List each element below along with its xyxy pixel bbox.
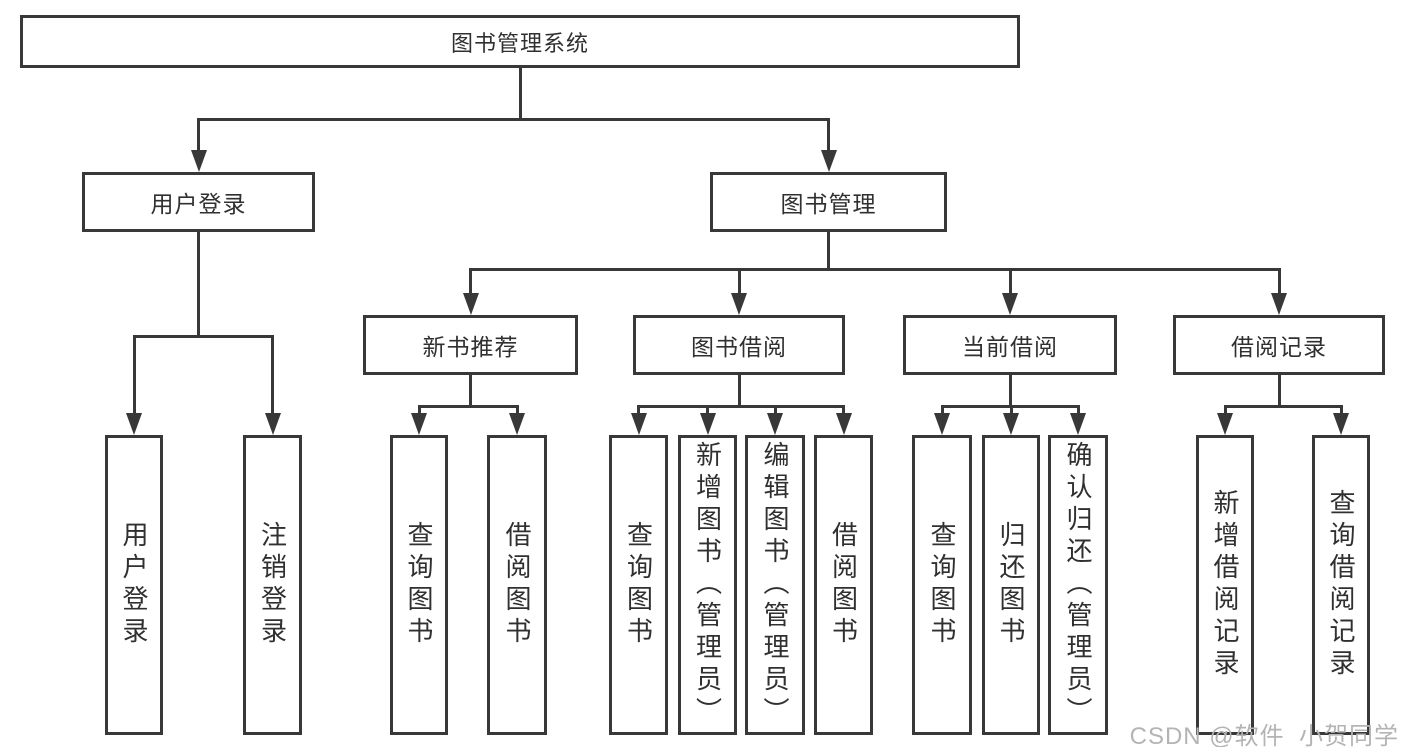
connector-drop xyxy=(197,118,200,156)
node-label: 归还图书 xyxy=(996,521,1026,649)
node-label: 新书推荐 xyxy=(422,334,519,360)
arrow-down-icon xyxy=(1333,413,1349,435)
connector-drop xyxy=(1076,405,1080,419)
connector-drop xyxy=(827,118,830,156)
connector-bar xyxy=(469,268,1281,271)
connector-drop xyxy=(271,335,274,419)
node-book-borrow: 图书借阅 xyxy=(633,315,845,375)
connector-stem xyxy=(1008,375,1012,408)
arrow-down-icon xyxy=(509,413,525,435)
node-cb-confirm: 确认归还（管理员） xyxy=(1048,435,1108,735)
connector-drop xyxy=(417,405,421,419)
connector-drop xyxy=(515,405,519,419)
arrow-down-icon xyxy=(462,293,479,315)
arrow-down-icon xyxy=(126,413,142,435)
node-label: 当前借阅 xyxy=(962,334,1058,360)
arrow-down-icon xyxy=(264,413,281,435)
arrow-down-icon xyxy=(934,413,950,435)
node-label: 新增图书（管理员） xyxy=(692,441,723,729)
node-label: 新增借阅记录 xyxy=(1210,489,1240,681)
node-label: 借阅记录 xyxy=(1231,334,1327,360)
node-current-borrow: 当前借阅 xyxy=(903,315,1117,375)
connector-drop xyxy=(1277,268,1281,299)
node-label: 查询图书 xyxy=(404,521,434,649)
node-nbr-query: 查询图书 xyxy=(390,435,448,735)
node-nbr-borrow: 借阅图书 xyxy=(487,435,547,735)
connector-stem xyxy=(1277,375,1281,408)
node-label: 用户登录 xyxy=(119,521,149,649)
watermark: CSDN @软件_小贺同学 xyxy=(1129,723,1399,747)
connector-bar xyxy=(197,118,830,121)
node-logout-leaf: 注销登录 xyxy=(243,435,302,735)
arrow-down-icon xyxy=(190,150,207,172)
node-label: 图书管理系统 xyxy=(450,30,589,56)
connector-bar xyxy=(1223,405,1343,408)
arrow-down-icon xyxy=(835,413,852,435)
connector-drop xyxy=(940,405,944,419)
arrow-down-icon xyxy=(630,413,647,435)
arrow-down-icon xyxy=(1002,293,1018,315)
connector-drop xyxy=(737,268,741,299)
node-label: 借阅图书 xyxy=(828,521,859,649)
node-bb-add: 新增图书（管理员） xyxy=(678,435,737,735)
node-label: 借阅图书 xyxy=(502,521,532,649)
connector-stem xyxy=(827,232,830,271)
connector-stem xyxy=(518,68,522,121)
connector-drop xyxy=(132,335,136,419)
node-label: 编辑图书（管理员） xyxy=(760,441,790,729)
connector-drop xyxy=(706,405,709,419)
connector-stem xyxy=(469,375,472,408)
node-book-management: 图书管理 xyxy=(710,172,947,232)
node-label: 查询借阅记录 xyxy=(1326,489,1356,681)
arrow-down-icon xyxy=(1003,413,1019,435)
node-user-login: 用户登录 xyxy=(82,172,315,232)
connector-drop xyxy=(1339,405,1343,419)
arrow-down-icon xyxy=(1271,293,1287,315)
node-label: 图书管理 xyxy=(780,191,877,217)
connector-drop xyxy=(1009,405,1013,419)
node-root: 图书管理系统 xyxy=(20,15,1020,68)
arrow-down-icon xyxy=(1070,413,1086,435)
node-label: 查询图书 xyxy=(927,521,957,649)
node-label: 注销登录 xyxy=(257,521,288,649)
arrow-down-icon xyxy=(411,413,427,435)
connector-bar xyxy=(132,335,274,338)
arrow-down-icon xyxy=(1217,413,1233,435)
arrow-down-icon xyxy=(767,413,783,435)
arrow-down-icon xyxy=(731,293,747,315)
connector-stem xyxy=(197,232,200,338)
arrow-down-icon xyxy=(699,413,716,435)
node-borrow-records: 借阅记录 xyxy=(1173,315,1385,375)
node-label: 图书借阅 xyxy=(691,334,787,360)
connector-drop xyxy=(1223,405,1227,419)
connector-drop xyxy=(842,405,845,419)
node-login-leaf: 用户登录 xyxy=(105,435,163,735)
node-bb-borrow: 借阅图书 xyxy=(814,435,873,735)
connector-stem xyxy=(737,375,741,408)
node-label: 确认归还（管理员） xyxy=(1063,441,1093,729)
node-bb-query: 查询图书 xyxy=(609,435,668,735)
connector-drop xyxy=(773,405,777,419)
connector-bar xyxy=(637,405,845,408)
node-cb-query: 查询图书 xyxy=(912,435,972,735)
node-cb-return: 归还图书 xyxy=(982,435,1040,735)
node-new-book-recommend: 新书推荐 xyxy=(363,315,578,375)
connector-drop xyxy=(637,405,640,419)
connector-drop xyxy=(1008,268,1012,299)
node-label: 用户登录 xyxy=(150,191,247,217)
node-br-query: 查询借阅记录 xyxy=(1312,435,1370,735)
node-bb-edit: 编辑图书（管理员） xyxy=(745,435,805,735)
connector-drop xyxy=(469,268,472,299)
node-label: 查询图书 xyxy=(623,521,654,649)
arrow-down-icon xyxy=(820,150,837,172)
node-br-add: 新增借阅记录 xyxy=(1196,435,1254,735)
connector-bar xyxy=(417,405,519,408)
